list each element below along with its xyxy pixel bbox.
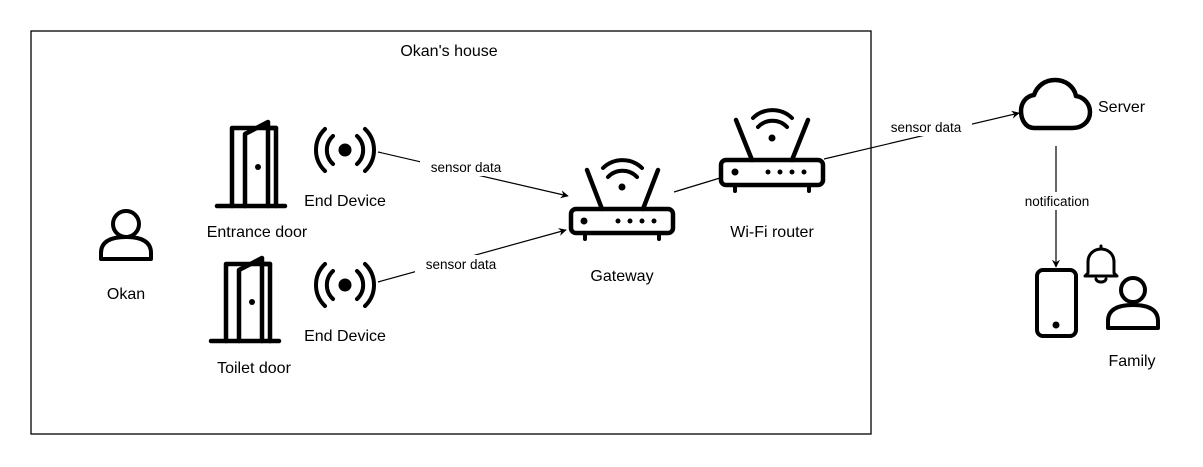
edge-device1-label: sensor data: [431, 160, 502, 175]
family-bell-icon: [1083, 244, 1119, 284]
end-device-1-radio-signal-icon: [314, 127, 376, 173]
end-device-2-radio-signal-icon: [314, 262, 376, 308]
edge-router-label: sensor data: [891, 120, 962, 135]
family-label: Family: [1108, 353, 1155, 370]
toilet-door-icon: [208, 255, 282, 344]
end-device-1-label: End Device: [304, 193, 386, 210]
server-label: Server: [1098, 99, 1146, 116]
gateway-label: Gateway: [590, 268, 653, 285]
okan-person-icon: [99, 209, 153, 261]
family-smartphone-icon: [1035, 268, 1078, 338]
entrance-door-label: Entrance door: [207, 224, 308, 241]
edge-label-bg-1: [420, 158, 512, 176]
edge-server-label: notification: [1025, 194, 1090, 209]
wifi-router-label: Wi-Fi router: [730, 224, 814, 241]
edge-label-bg-2: [415, 255, 507, 273]
wifi-router-icon: [718, 108, 826, 193]
family-person-icon: [1106, 276, 1160, 330]
house-boundary: [30, 30, 872, 435]
edge-gateway-to-router: [673, 177, 721, 193]
entrance-door-icon: [214, 119, 288, 209]
edge-device2-label: sensor data: [426, 257, 497, 272]
house-title: Okan's house: [400, 43, 497, 60]
server-cloud-icon: [1018, 77, 1093, 131]
toilet-door-label: Toilet door: [217, 360, 291, 377]
gateway-router-icon: [568, 158, 676, 241]
okan-label: Okan: [107, 286, 145, 303]
edge-label-bg-4: [1014, 192, 1100, 210]
edge-label-bg-3: [880, 118, 972, 136]
end-device-2-label: End Device: [304, 328, 386, 345]
